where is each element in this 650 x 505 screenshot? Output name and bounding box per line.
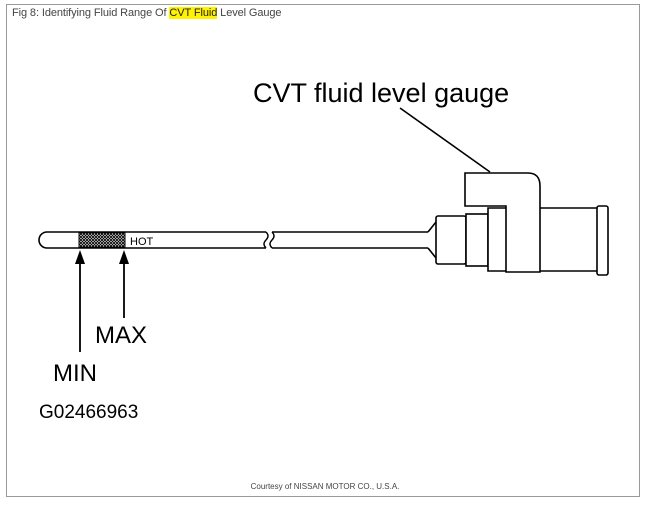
gauge-leader-line [399,107,491,173]
fluid-range-hatch [78,232,126,248]
gauge-handle [435,172,609,276]
rod-break-left [263,231,269,249]
figure-caption: Fig 8: Identifying Fluid Range Of CVT Fl… [12,7,282,19]
dipstick-rod-right [272,231,428,249]
hot-label: HOT [130,236,154,248]
caption-highlight: CVT Fluid [169,7,218,19]
min-arrow [75,250,85,352]
caption-prefix: Fig 8: Identifying Fluid Range Of [12,7,170,19]
min-label: MIN [53,360,97,387]
max-arrow [119,250,129,318]
max-label: MAX [95,322,147,349]
caption-suffix: Level Gauge [217,7,282,19]
courtesy-text: Courtesy of NISSAN MOTOR CO., U.S.A. [250,482,400,491]
dipstick-rod-left [38,231,266,249]
gauge-title-label: CVT fluid level gauge [253,78,509,108]
part-number-label: G02466963 [39,402,138,423]
rod-break-right [269,231,275,249]
rod-taper [427,221,437,259]
